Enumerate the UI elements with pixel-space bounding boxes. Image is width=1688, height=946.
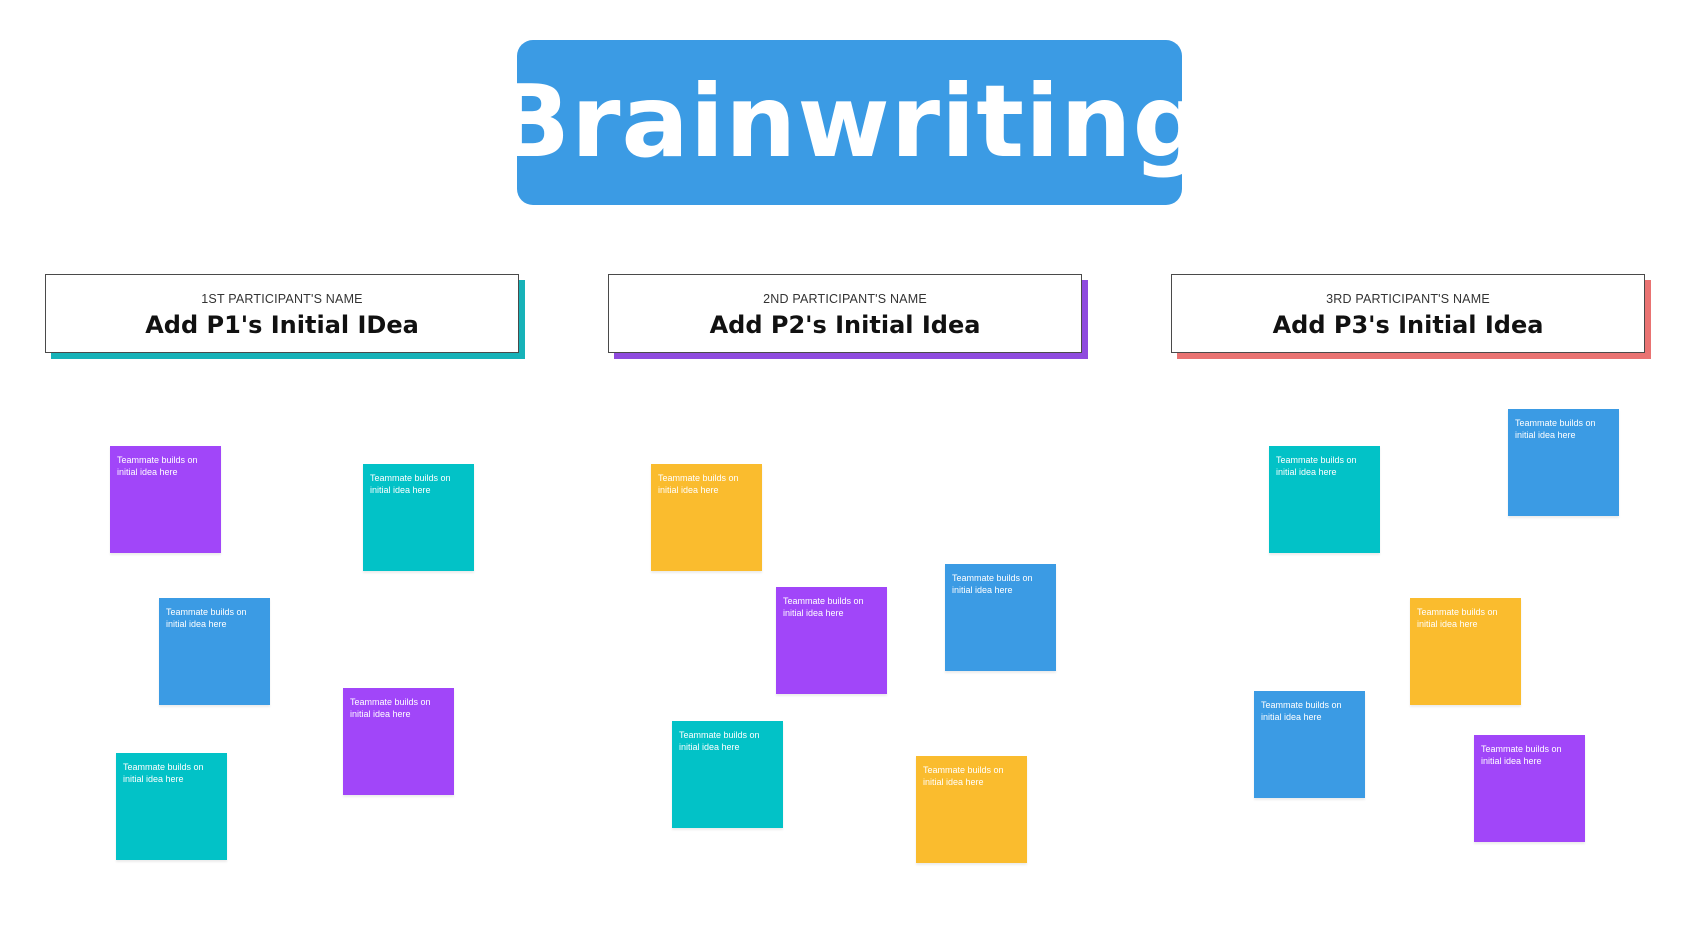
participant-3-initial-idea[interactable]: Add P3's Initial Idea	[1272, 310, 1544, 339]
sticky-note[interactable]: Teammate builds on initial idea here	[1474, 735, 1585, 842]
participant-2-name-label[interactable]: 2ND PARTICIPANT'S NAME	[763, 291, 927, 306]
sticky-note-text[interactable]: Teammate builds on initial idea here	[166, 607, 247, 629]
participant-2-card[interactable]: 2ND PARTICIPANT'S NAME Add P2's Initial …	[608, 274, 1088, 359]
sticky-note[interactable]: Teammate builds on initial idea here	[651, 464, 762, 571]
sticky-note-text[interactable]: Teammate builds on initial idea here	[350, 697, 431, 719]
sticky-note-text[interactable]: Teammate builds on initial idea here	[679, 730, 760, 752]
sticky-note-text[interactable]: Teammate builds on initial idea here	[117, 455, 198, 477]
sticky-note[interactable]: Teammate builds on initial idea here	[1410, 598, 1521, 705]
sticky-note-text[interactable]: Teammate builds on initial idea here	[923, 765, 1004, 787]
sticky-note[interactable]: Teammate builds on initial idea here	[1508, 409, 1619, 516]
sticky-note-text[interactable]: Teammate builds on initial idea here	[1276, 455, 1357, 477]
participant-3-name-label[interactable]: 3RD PARTICIPANT'S NAME	[1326, 291, 1490, 306]
sticky-note[interactable]: Teammate builds on initial idea here	[1254, 691, 1365, 798]
participant-1-card-body[interactable]: 1ST PARTICIPANT'S NAME Add P1's Initial …	[45, 274, 519, 353]
participant-1-name-label[interactable]: 1ST PARTICIPANT'S NAME	[201, 291, 363, 306]
sticky-note[interactable]: Teammate builds on initial idea here	[945, 564, 1056, 671]
sticky-note-text[interactable]: Teammate builds on initial idea here	[1515, 418, 1596, 440]
sticky-note-text[interactable]: Teammate builds on initial idea here	[370, 473, 451, 495]
sticky-note[interactable]: Teammate builds on initial idea here	[110, 446, 221, 553]
participant-2-card-body[interactable]: 2ND PARTICIPANT'S NAME Add P2's Initial …	[608, 274, 1082, 353]
sticky-note-text[interactable]: Teammate builds on initial idea here	[1481, 744, 1562, 766]
sticky-note-text[interactable]: Teammate builds on initial idea here	[123, 762, 204, 784]
participant-1-card[interactable]: 1ST PARTICIPANT'S NAME Add P1's Initial …	[45, 274, 525, 359]
sticky-note-text[interactable]: Teammate builds on initial idea here	[1417, 607, 1498, 629]
sticky-note[interactable]: Teammate builds on initial idea here	[116, 753, 227, 860]
sticky-note-text[interactable]: Teammate builds on initial idea here	[658, 473, 739, 495]
sticky-note[interactable]: Teammate builds on initial idea here	[343, 688, 454, 795]
participant-3-card[interactable]: 3RD PARTICIPANT'S NAME Add P3's Initial …	[1171, 274, 1651, 359]
title-banner: Brainwriting	[494, 40, 1204, 205]
participant-1-initial-idea[interactable]: Add P1's Initial IDea	[145, 310, 419, 339]
sticky-note[interactable]: Teammate builds on initial idea here	[363, 464, 474, 571]
sticky-note[interactable]: Teammate builds on initial idea here	[916, 756, 1027, 863]
participant-3-card-body[interactable]: 3RD PARTICIPANT'S NAME Add P3's Initial …	[1171, 274, 1645, 353]
sticky-note[interactable]: Teammate builds on initial idea here	[159, 598, 270, 705]
sticky-note-text[interactable]: Teammate builds on initial idea here	[952, 573, 1033, 595]
page-title: Brainwriting	[493, 62, 1206, 180]
sticky-note[interactable]: Teammate builds on initial idea here	[1269, 446, 1380, 553]
sticky-note-text[interactable]: Teammate builds on initial idea here	[1261, 700, 1342, 722]
sticky-note[interactable]: Teammate builds on initial idea here	[672, 721, 783, 828]
sticky-note-text[interactable]: Teammate builds on initial idea here	[783, 596, 864, 618]
participant-2-initial-idea[interactable]: Add P2's Initial Idea	[709, 310, 981, 339]
sticky-note[interactable]: Teammate builds on initial idea here	[776, 587, 887, 694]
